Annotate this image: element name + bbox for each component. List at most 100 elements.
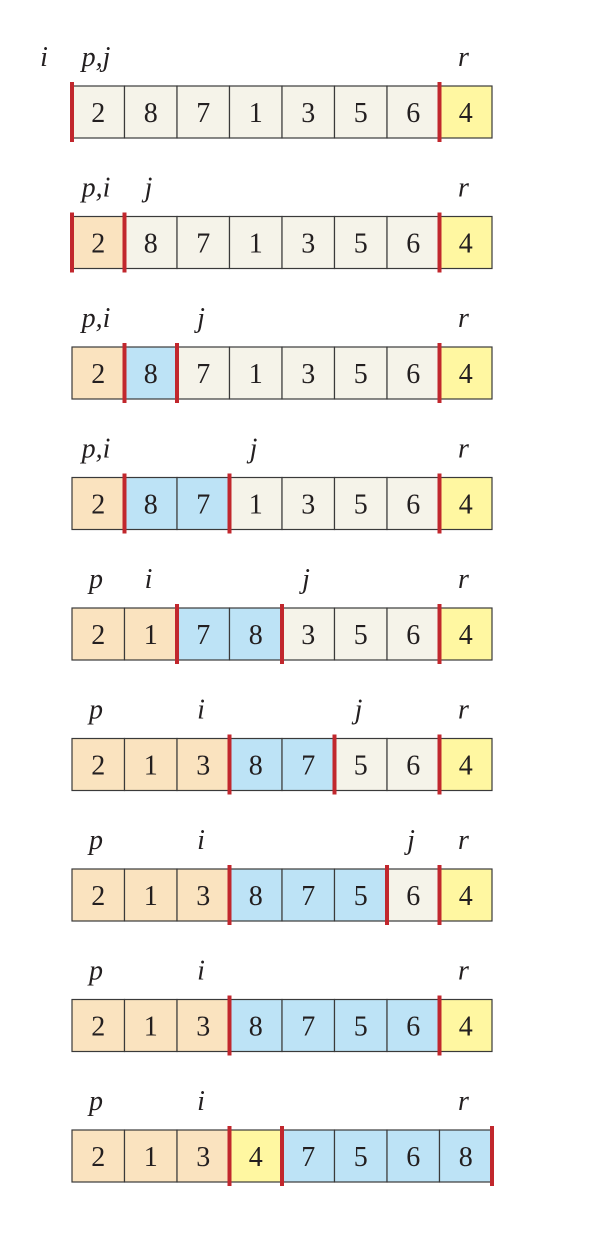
array-cell-unprocessed: 8 bbox=[123, 85, 178, 139]
cell-value: 3 bbox=[196, 1142, 210, 1173]
cell-box bbox=[333, 85, 388, 139]
cell-box bbox=[71, 998, 126, 1053]
cell-box bbox=[333, 1129, 388, 1183]
array-cell-low: 3 bbox=[176, 998, 231, 1053]
index-marker: r bbox=[458, 303, 469, 334]
array-cell-low: 1 bbox=[123, 868, 178, 922]
cell-box bbox=[333, 868, 388, 922]
array-cell-unprocessed: 5 bbox=[333, 476, 388, 531]
cell-box bbox=[386, 85, 441, 139]
cell-value: 5 bbox=[354, 620, 368, 651]
index-marker: p bbox=[87, 1086, 103, 1117]
cell-value: 6 bbox=[406, 490, 420, 521]
array-cell-pivot: 4 bbox=[438, 476, 493, 531]
array-cell-low: 2 bbox=[71, 998, 126, 1053]
cell-value: 2 bbox=[91, 881, 105, 912]
array-cell-unprocessed: 7 bbox=[176, 215, 231, 270]
cell-box bbox=[123, 607, 178, 661]
cell-box bbox=[333, 476, 388, 531]
cell-value: 8 bbox=[144, 229, 158, 260]
array-cell-high: 8 bbox=[228, 607, 283, 661]
cell-value: 6 bbox=[406, 620, 420, 651]
cell-value: 8 bbox=[249, 1012, 263, 1043]
index-marker: j bbox=[194, 303, 205, 334]
index-marker: i bbox=[40, 42, 48, 73]
cell-value: 6 bbox=[406, 751, 420, 782]
index-marker: i bbox=[145, 564, 153, 595]
cell-box bbox=[438, 737, 493, 792]
array-cell-high: 7 bbox=[176, 476, 231, 531]
cell-box bbox=[176, 215, 231, 270]
index-marker: j bbox=[142, 173, 153, 204]
array-cell-unprocessed: 7 bbox=[176, 346, 231, 400]
cell-box bbox=[228, 476, 283, 531]
array-cell-low: 2 bbox=[71, 868, 126, 922]
array-cell-high: 8 bbox=[228, 737, 283, 792]
index-marker: p bbox=[87, 564, 103, 595]
array-cell-unprocessed: 3 bbox=[281, 346, 336, 400]
array-cell-high: 7 bbox=[281, 737, 336, 792]
array-cell-high: 8 bbox=[123, 476, 178, 531]
array-cell-low: 1 bbox=[123, 1129, 178, 1183]
index-marker: p bbox=[87, 956, 103, 987]
array-cell-high: 7 bbox=[281, 998, 336, 1053]
cell-value: 7 bbox=[196, 620, 210, 651]
index-marker: j bbox=[352, 695, 363, 726]
cell-value: 8 bbox=[144, 98, 158, 129]
cell-box bbox=[438, 346, 493, 400]
array-cell-low: 1 bbox=[123, 998, 178, 1053]
index-marker: p bbox=[87, 825, 103, 856]
cell-value: 3 bbox=[301, 98, 315, 129]
index-marker: i bbox=[197, 956, 205, 987]
array-cell-unprocessed: 8 bbox=[123, 215, 178, 270]
cell-value: 5 bbox=[354, 1012, 368, 1043]
cell-box bbox=[71, 85, 126, 139]
cell-box bbox=[176, 476, 231, 531]
array-cell-unprocessed: 3 bbox=[281, 85, 336, 139]
array-cell-unprocessed: 1 bbox=[228, 476, 283, 531]
cell-value: 3 bbox=[196, 1012, 210, 1043]
cell-box bbox=[71, 1129, 126, 1183]
cell-value: 2 bbox=[91, 490, 105, 521]
cell-box bbox=[333, 346, 388, 400]
cell-box bbox=[281, 1129, 336, 1183]
array-cell-unprocessed: 5 bbox=[333, 85, 388, 139]
cell-value: 6 bbox=[406, 98, 420, 129]
cell-value: 5 bbox=[354, 881, 368, 912]
cell-value: 4 bbox=[459, 229, 473, 260]
cell-value: 4 bbox=[249, 1142, 263, 1173]
index-marker: j bbox=[299, 564, 310, 595]
array-cell-unprocessed: 1 bbox=[228, 346, 283, 400]
cell-box bbox=[71, 346, 126, 400]
index-marker: r bbox=[458, 434, 469, 465]
cell-value: 2 bbox=[91, 751, 105, 782]
cell-value: 1 bbox=[144, 751, 158, 782]
array-cell-unprocessed: 5 bbox=[333, 346, 388, 400]
cell-value: 4 bbox=[459, 490, 473, 521]
cell-value: 8 bbox=[144, 359, 158, 390]
index-marker: r bbox=[458, 825, 469, 856]
cell-box bbox=[123, 1129, 178, 1183]
index-marker: i bbox=[197, 1086, 205, 1117]
array-cell-unprocessed: 5 bbox=[333, 737, 388, 792]
cell-value: 7 bbox=[301, 881, 315, 912]
cell-value: 1 bbox=[249, 490, 263, 521]
cell-value: 7 bbox=[196, 490, 210, 521]
cell-value: 3 bbox=[196, 881, 210, 912]
cell-value: 1 bbox=[249, 229, 263, 260]
array-cell-unprocessed: 6 bbox=[386, 85, 441, 139]
array-cell-high: 5 bbox=[333, 998, 388, 1053]
index-marker: j bbox=[404, 825, 415, 856]
cell-box bbox=[176, 998, 231, 1053]
cell-box bbox=[228, 998, 283, 1053]
cell-value: 3 bbox=[196, 751, 210, 782]
cell-value: 7 bbox=[301, 1142, 315, 1173]
cell-value: 8 bbox=[459, 1142, 473, 1173]
array-cell-unprocessed: 6 bbox=[386, 215, 441, 270]
array-cell-unprocessed: 6 bbox=[386, 607, 441, 661]
